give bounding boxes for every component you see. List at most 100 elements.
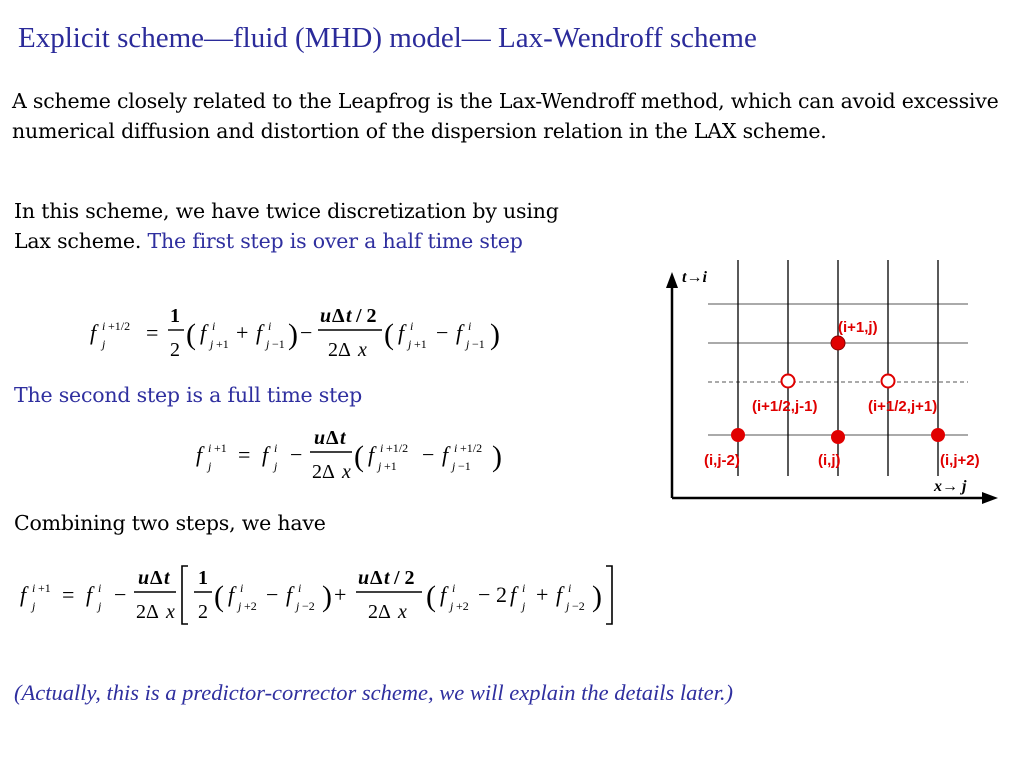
t-axis-label: t→i	[682, 269, 707, 286]
svg-text:t: t	[164, 567, 171, 589]
svg-text:+2: +2	[456, 599, 469, 613]
svg-text:j: j	[96, 599, 102, 613]
svg-text:=: =	[146, 320, 158, 345]
svg-text:i: i	[380, 441, 383, 455]
svg-text:j: j	[294, 599, 300, 613]
svg-text:i: i	[522, 581, 525, 595]
svg-text:x: x	[341, 461, 351, 483]
svg-text:i: i	[568, 581, 571, 595]
svg-text:j: j	[406, 337, 412, 351]
svg-text:2Δ: 2Δ	[328, 339, 351, 361]
svg-text:−: −	[114, 582, 126, 607]
svg-text:t: t	[346, 305, 353, 327]
svg-text:/ 2: / 2	[355, 305, 377, 327]
svg-text:f: f	[456, 320, 465, 345]
combining-text: Combining two steps, we have	[14, 511, 326, 535]
svg-text:2: 2	[496, 582, 507, 607]
first-step-text: The first step is over a half time step	[147, 229, 523, 253]
equation-second-step: f i +1 j = f i j − u Δ t 2Δ x ( f i +1/2…	[196, 427, 502, 483]
svg-text:f: f	[200, 320, 209, 345]
svg-text:f: f	[286, 582, 295, 607]
svg-text:j: j	[464, 337, 470, 351]
svg-text:−2: −2	[572, 599, 585, 613]
svg-text:j: j	[450, 459, 456, 473]
label-bottom-mid: (i,j)	[818, 452, 841, 469]
svg-text:f: f	[86, 582, 95, 607]
svg-text:−: −	[478, 582, 490, 607]
svg-text:): )	[288, 318, 298, 351]
label-bottom-right: (i,j+2)	[940, 452, 980, 469]
svg-text:f: f	[510, 582, 519, 607]
label-half-right: (i+1/2,j+1)	[868, 398, 937, 415]
label-half-left: (i+1/2,j-1)	[752, 398, 817, 415]
svg-text:i: i	[212, 319, 215, 333]
svg-text:u: u	[138, 567, 149, 589]
svg-text:f: f	[368, 442, 377, 467]
svg-text:f: f	[556, 582, 565, 607]
svg-text:(: (	[426, 580, 436, 613]
svg-text:−1: −1	[472, 337, 485, 351]
svg-text:i: i	[208, 441, 211, 455]
svg-text:i: i	[240, 581, 243, 595]
svg-text:+1: +1	[414, 337, 427, 351]
point-half-right	[880, 373, 896, 389]
svg-text:+1: +1	[216, 337, 229, 351]
svg-text:+: +	[536, 582, 548, 607]
point-half-left	[780, 373, 796, 389]
svg-text:i: i	[98, 581, 101, 595]
svg-text:−: −	[290, 442, 302, 467]
svg-text:+1: +1	[384, 459, 397, 473]
svg-text:x: x	[357, 339, 367, 361]
svg-text:i: i	[268, 319, 271, 333]
label-top-point: (i+1,j)	[838, 319, 878, 336]
svg-text:f: f	[196, 442, 205, 467]
svg-text:x: x	[165, 601, 175, 623]
svg-text:i: i	[32, 581, 35, 595]
svg-text:i: i	[452, 581, 455, 595]
svg-text:f: f	[262, 442, 271, 467]
scheme-paragraph: In this scheme, we have twice discretiza…	[14, 196, 584, 256]
svg-text:j: j	[208, 337, 214, 351]
svg-text:2Δ: 2Δ	[136, 601, 159, 623]
svg-text:j: j	[264, 337, 270, 351]
svg-text:Δ: Δ	[332, 305, 345, 327]
svg-text:i: i	[274, 441, 277, 455]
svg-text:−1: −1	[458, 459, 471, 473]
footnote: (Actually, this is a predictor-corrector…	[14, 680, 734, 705]
svg-text:1: 1	[198, 567, 208, 589]
svg-text:2: 2	[170, 339, 180, 361]
point-bottom-mid	[831, 430, 845, 444]
svg-text:Δ: Δ	[326, 427, 339, 449]
svg-text:1: 1	[170, 305, 180, 327]
svg-text:Δ: Δ	[370, 567, 383, 589]
point-bottom-left	[731, 428, 745, 442]
svg-text:=: =	[238, 442, 250, 467]
svg-text:i: i	[298, 581, 301, 595]
grid-diagram: t→i x→ j (i+1,j) (i+1/2,j-1) (i+1/2,j+1)…	[666, 260, 998, 504]
svg-text:f: f	[228, 582, 237, 607]
svg-text:+: +	[334, 582, 346, 607]
second-step-text: The second step is a full time step	[14, 383, 363, 407]
svg-text:+1/2: +1/2	[460, 441, 482, 455]
intro-paragraph: A scheme closely related to the Leapfrog…	[12, 89, 999, 143]
equation-combined: f i +1 j = f i j − u Δ t 2Δ x 1 2 ( f i …	[20, 565, 613, 625]
svg-text:i: i	[468, 319, 471, 333]
svg-text:i: i	[410, 319, 413, 333]
slide-title: Explicit scheme—fluid (MHD) model— Lax-W…	[18, 22, 757, 54]
svg-text:2Δ: 2Δ	[368, 601, 391, 623]
svg-text:+2: +2	[244, 599, 257, 613]
svg-text:j: j	[100, 337, 106, 351]
t-axis-arrow-icon	[666, 272, 678, 288]
svg-text:f: f	[398, 320, 407, 345]
svg-text:): )	[492, 440, 502, 473]
svg-text:2Δ: 2Δ	[312, 461, 335, 483]
x-axis-arrow-icon	[982, 492, 998, 504]
label-bottom-left: (i,j-2)	[704, 452, 740, 469]
svg-text:f: f	[442, 442, 451, 467]
svg-text:j: j	[206, 459, 212, 473]
svg-text:(: (	[354, 440, 364, 473]
svg-text:(: (	[186, 318, 196, 351]
svg-text:f: f	[90, 320, 99, 345]
svg-text:−: −	[422, 442, 434, 467]
svg-text:j: j	[236, 599, 242, 613]
